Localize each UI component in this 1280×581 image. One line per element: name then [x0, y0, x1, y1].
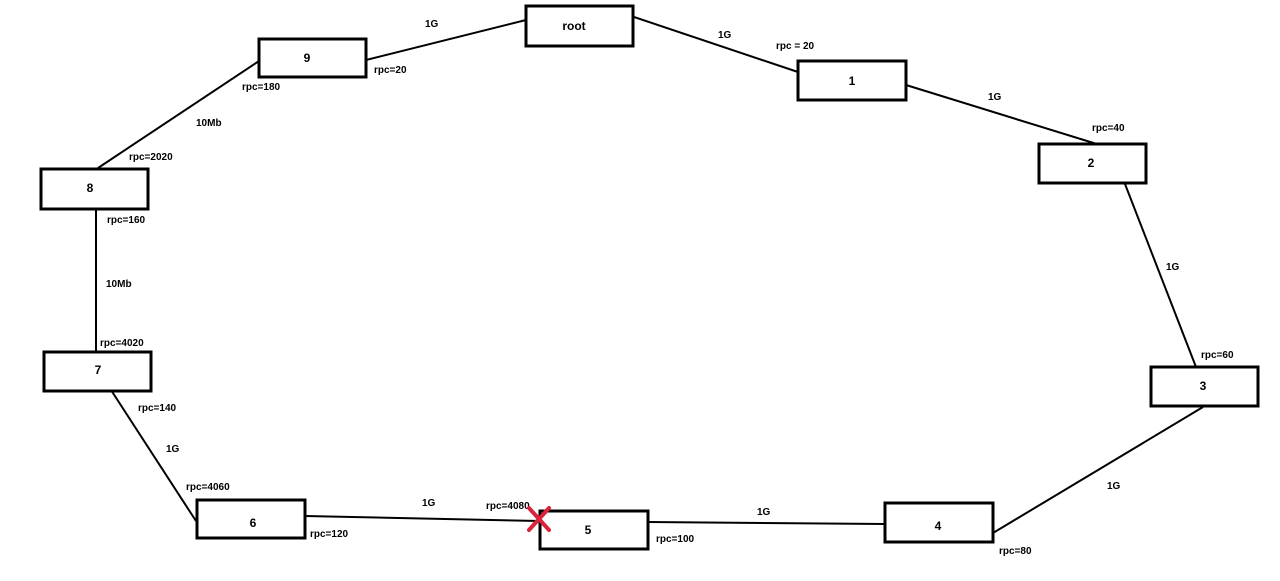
edge-5-6 [304, 515, 541, 522]
node-3[interactable]: 3 [1149, 365, 1260, 408]
link-label-5-6: 1G [422, 498, 436, 509]
node-label: 8 [87, 181, 94, 195]
rpc-label-node-7-bottom: rpc=140 [138, 403, 177, 414]
rpc-label-node-5-right: rpc=100 [656, 534, 695, 545]
rpc-label-node-1: rpc = 20 [776, 41, 815, 52]
link-label-9-root: 1G [425, 19, 439, 30]
x-mark-icon [527, 506, 551, 532]
edge-4-5 [647, 521, 886, 525]
node-label: 9 [304, 51, 311, 65]
node-5[interactable]: 5 [538, 509, 650, 551]
node-label: root [562, 19, 585, 33]
node-label: 2 [1088, 156, 1095, 170]
rpc-label-node-2: rpc=40 [1092, 123, 1125, 134]
node-label: 4 [935, 519, 942, 533]
node-9[interactable]: 9 [257, 37, 368, 79]
rpc-label-node-5-left: rpc=4080 [486, 501, 530, 512]
edge-3-4 [992, 406, 1204, 534]
edge-9-root [365, 19, 527, 61]
link-label-4-5: 1G [757, 507, 771, 518]
node-8[interactable]: 8 [39, 167, 150, 211]
rpc-label-node-4: rpc=80 [999, 546, 1032, 557]
node-root[interactable]: root [524, 4, 635, 48]
edge-1-2 [905, 84, 1101, 146]
rpc-label-node-3: rpc=60 [1201, 350, 1234, 361]
link-label-2-3: 1G [1166, 262, 1180, 273]
rpc-label-node-8-bottom: rpc=160 [107, 215, 146, 226]
rpc-label-node-9-bottom: rpc=180 [242, 82, 281, 93]
node-label: 6 [250, 516, 257, 530]
rpc-label-node-7-top: rpc=4020 [100, 338, 144, 349]
rpc-label-node-8-top: rpc=2020 [129, 152, 173, 163]
node-6[interactable]: 6 [195, 498, 307, 540]
node-label: 3 [1200, 379, 1207, 393]
node-2[interactable]: 2 [1037, 142, 1148, 185]
rpc-label-node-9-right: rpc=20 [374, 65, 407, 76]
link-label-root-1: 1G [718, 30, 732, 41]
edge-8-9 [97, 58, 263, 169]
link-label-7-8: 10Mb [106, 279, 132, 290]
edge-2-3 [1124, 183, 1197, 368]
rpc-label-node-6-top: rpc=4060 [186, 482, 230, 493]
edge-6-7 [110, 389, 197, 522]
node-4[interactable]: 4 [883, 501, 995, 544]
node-label: 7 [95, 363, 102, 377]
rpc-label-node-6-right: rpc=120 [310, 529, 349, 540]
link-label-6-7: 1G [166, 444, 180, 455]
x-mark-stroke-b [527, 506, 551, 532]
node-1[interactable]: 1 [796, 59, 908, 102]
edge-root-1 [633, 16, 799, 73]
link-label-3-4: 1G [1107, 481, 1121, 492]
node-label: 1 [849, 74, 856, 88]
link-label-1-2: 1G [988, 92, 1002, 103]
link-label-8-9: 10Mb [196, 118, 222, 129]
node-7[interactable]: 7 [42, 350, 153, 393]
node-label: 5 [585, 523, 592, 537]
